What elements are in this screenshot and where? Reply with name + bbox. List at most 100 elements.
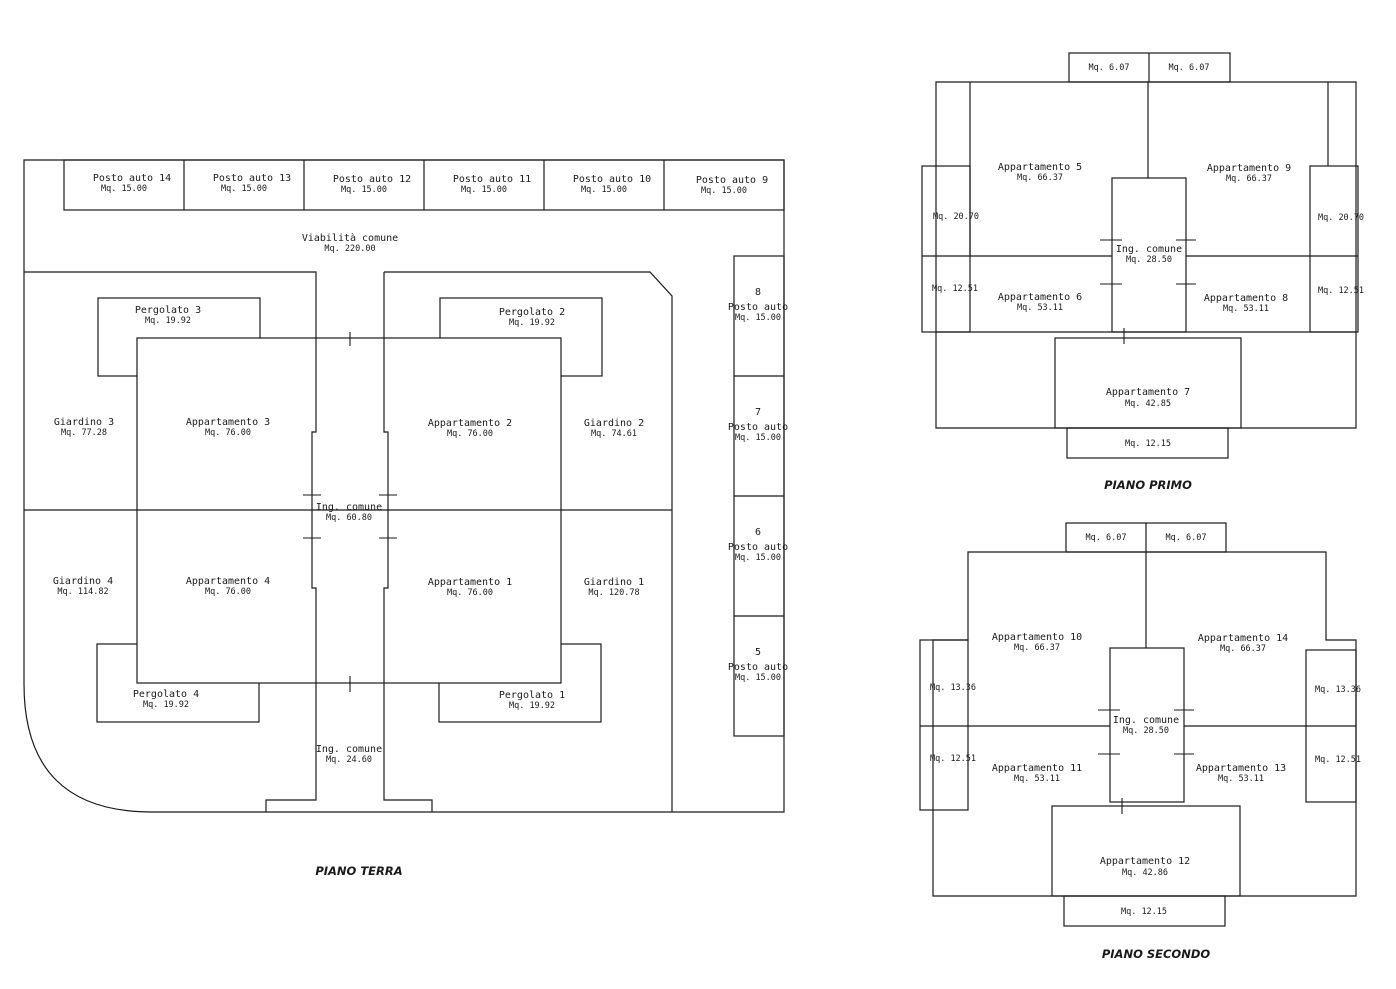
entrance-hall — [1109, 647, 1185, 803]
right-terrace-area: Mq. 13.36 — [1315, 685, 1361, 695]
apartment-12-room — [1051, 805, 1241, 897]
parking-13-label: Posto auto 13 — [213, 173, 291, 184]
apartment-13-label: Appartamento 13 — [1196, 763, 1286, 774]
parking-5-area: Mq. 15.00 — [735, 673, 781, 683]
pergola-4-area: Mq. 19.92 — [143, 700, 189, 710]
left-small-terrace-area: Mq. 12.51 — [930, 754, 976, 764]
apartment-1-label: Appartamento 1 — [428, 577, 512, 588]
apartment-8-label: Appartamento 8 — [1204, 293, 1288, 304]
left-terrace-area: Mq. 20.70 — [933, 212, 979, 222]
parking-6-number: 6 — [755, 527, 761, 538]
apartment-10-area: Mq. 66.37 — [1014, 643, 1060, 653]
apartment-11-label: Appartamento 11 — [992, 763, 1082, 774]
apartment-14-label: Appartamento 14 — [1198, 633, 1288, 644]
road-boundary-left — [24, 271, 317, 812]
balcony-top-left-area: Mq. 6.07 — [1089, 63, 1130, 73]
pergola-3-area: Mq. 19.92 — [145, 316, 191, 326]
balcony-bottom-area: Mq. 12.15 — [1121, 907, 1167, 917]
apartment-3-area: Mq. 76.00 — [205, 428, 251, 438]
parking-8-number: 8 — [755, 287, 761, 298]
common-road-label: Viabilità comune — [302, 232, 398, 244]
pergola-2-label: Pergolato 2 — [499, 307, 565, 318]
left-small-terrace-area: Mq. 12.51 — [932, 284, 978, 294]
second-floor-plan: Mq. 6.07 Mq. 6.07 Appartamento 10 Mq. 66… — [919, 522, 1361, 961]
apartment-12-area: Mq. 42.86 — [1122, 868, 1168, 878]
balcony-top-right-area: Mq. 6.07 — [1166, 533, 1207, 543]
garden-4-area: Mq. 114.82 — [57, 587, 108, 597]
apartment-9-area: Mq. 66.37 — [1226, 174, 1272, 184]
apartment-4-label: Appartamento 4 — [186, 576, 270, 587]
entrance-corridor — [311, 338, 389, 683]
garden-3-area: Mq. 77.28 — [61, 428, 107, 438]
ground-floor-title: PIANO TERRA — [315, 864, 402, 878]
building-outline-lower — [935, 332, 1357, 429]
pergola-1-area: Mq. 19.92 — [509, 701, 555, 711]
pergola-1-label: Pergolato 1 — [499, 690, 565, 701]
parking-7-area: Mq. 15.00 — [735, 433, 781, 443]
apartment-6-area: Mq. 53.11 — [1017, 303, 1063, 313]
apartment-12-label: Appartamento 12 — [1100, 856, 1190, 867]
right-terrace — [1309, 165, 1359, 333]
parking-14-area: Mq. 15.00 — [101, 184, 147, 194]
parking-5-number: 5 — [755, 647, 761, 658]
parking-6-area: Mq. 15.00 — [735, 553, 781, 563]
parking-11-area: Mq. 15.00 — [461, 185, 507, 195]
parking-9-area: Mq. 15.00 — [701, 186, 747, 196]
garden-2-label: Giardino 2 — [584, 418, 644, 429]
apartment-5-label: Appartamento 5 — [998, 162, 1082, 173]
parking-10-label: Posto auto 10 — [573, 174, 651, 185]
first-floor-plan: Mq. 6.07 Mq. 6.07 Appartamento 5 Mq. 66.… — [921, 52, 1364, 492]
site-boundary — [23, 159, 785, 813]
garden-1-label: Giardino 1 — [584, 577, 644, 588]
right-terrace-area: Mq. 20.70 — [1318, 213, 1364, 223]
pergola-4-label: Pergolato 4 — [133, 689, 199, 700]
pergola-2-area: Mq. 19.92 — [509, 318, 555, 328]
parking-6-label: Posto auto — [728, 542, 788, 553]
parking-row — [63, 159, 785, 211]
garden-4-label: Giardino 4 — [53, 576, 113, 587]
apartment-1-area: Mq. 76.00 — [447, 588, 493, 598]
left-terrace — [919, 639, 969, 811]
left-terrace-area: Mq. 13.36 — [930, 683, 976, 693]
apartment-7-label: Appartamento 7 — [1106, 387, 1190, 398]
entrance-center-label: Ing. comune — [316, 502, 382, 513]
common-road-area: Mq. 220.00 — [324, 244, 375, 254]
apartment-4-area: Mq. 76.00 — [205, 587, 251, 597]
bottom-balcony — [1066, 427, 1229, 459]
parking-8-label: Posto auto — [728, 302, 788, 313]
apartment-6-label: Appartamento 6 — [998, 292, 1082, 303]
apartment-3-label: Appartamento 3 — [186, 417, 270, 428]
balcony-top-right-area: Mq. 6.07 — [1169, 63, 1210, 73]
pergola-3-label: Pergolato 3 — [135, 305, 201, 316]
parking-9-label: Posto auto 9 — [696, 175, 768, 186]
parking-5-label: Posto auto — [728, 662, 788, 673]
entrance-hall — [1111, 177, 1187, 333]
parking-14-label: Posto auto 14 — [93, 173, 171, 184]
apartment-9-label: Appartamento 9 — [1207, 163, 1291, 174]
apartment-5-area: Mq. 66.37 — [1017, 173, 1063, 183]
bottom-balcony — [1063, 895, 1226, 927]
apartment-7-room — [1054, 337, 1242, 429]
road-boundary-right — [384, 271, 673, 812]
right-small-terrace-area: Mq. 12.51 — [1318, 286, 1364, 296]
entrance-area: Mq. 28.50 — [1123, 726, 1169, 736]
apartment-2-label: Appartamento 2 — [428, 418, 512, 429]
parking-7-label: Posto auto — [728, 422, 788, 433]
entrance-bottom-label: Ing. comune — [316, 744, 382, 755]
entrance-center-area: Mq. 60.80 — [326, 513, 372, 523]
first-floor-title: PIANO PRIMO — [1104, 478, 1192, 492]
parking-7-number: 7 — [755, 407, 761, 418]
parking-12-label: Posto auto 12 — [333, 174, 411, 185]
entrance-area: Mq. 28.50 — [1126, 255, 1172, 265]
balcony-bottom-area: Mq. 12.15 — [1125, 439, 1171, 449]
apartment-14-area: Mq. 66.37 — [1220, 644, 1266, 654]
second-floor-title: PIANO SECONDO — [1102, 947, 1211, 961]
apartment-8-area: Mq. 53.11 — [1223, 304, 1269, 314]
parking-13-area: Mq. 15.00 — [221, 184, 267, 194]
parking-8-area: Mq. 15.00 — [735, 313, 781, 323]
apartment-11-area: Mq. 53.11 — [1014, 774, 1060, 784]
entrance-label: Ing. comune — [1113, 715, 1179, 726]
apartment-2-area: Mq. 76.00 — [447, 429, 493, 439]
parking-column — [733, 255, 785, 737]
